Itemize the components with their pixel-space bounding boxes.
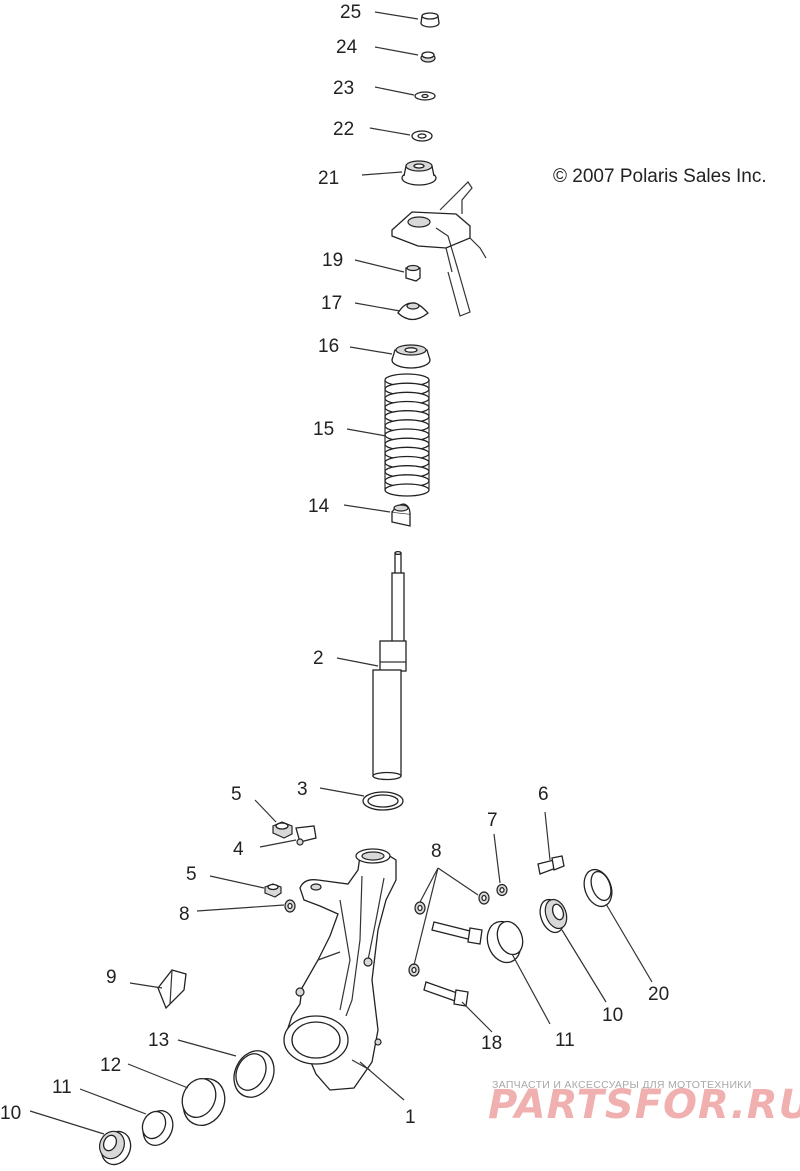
part-17-jounce-cup	[397, 302, 429, 321]
part-19-bushing	[405, 264, 421, 282]
callout-1: 1	[405, 1107, 416, 1128]
part-13-seal	[233, 1050, 275, 1098]
part-2-shock-absorber	[372, 550, 407, 781]
part-12-ring	[181, 1078, 226, 1126]
part-24-nut	[420, 51, 436, 63]
callout-23: 23	[333, 78, 354, 99]
part-18-bolt-lower	[423, 981, 469, 1007]
callout-7: 7	[487, 810, 498, 831]
frame-bracket	[391, 181, 487, 317]
callout-15: 15	[313, 419, 334, 440]
callout-20: 20	[648, 984, 669, 1005]
part-14-bump-stop	[391, 503, 411, 527]
leader-lines	[29, 11, 653, 1135]
watermark: ЗАПЧАСТИ И АКСЕССУАРЫ ДЛЯ МОТОТЕХНИКИ PA…	[488, 1079, 800, 1128]
callout-22: 22	[333, 119, 354, 140]
part-5-nut-upper	[272, 821, 293, 839]
part-10-bearing-right	[539, 898, 568, 934]
part-20-seal	[583, 868, 613, 908]
copyright-text: © 2007 Polaris Sales Inc.	[553, 166, 767, 187]
part-7-washer	[496, 883, 508, 897]
callout-11-right: 11	[555, 1030, 575, 1051]
callout-9: 9	[106, 967, 117, 988]
callout-8-left: 8	[179, 904, 190, 925]
watermark-brand: PARTSFOR.RU	[488, 1082, 800, 1128]
callout-5-lower: 5	[186, 864, 197, 885]
part-23-washer	[414, 91, 436, 101]
callout-5-upper: 5	[231, 784, 242, 805]
callout-17: 17	[321, 293, 342, 314]
callout-19: 19	[322, 250, 343, 271]
part-22-washer	[411, 130, 433, 142]
callout-2: 2	[313, 648, 324, 669]
part-18-bolt-upper	[431, 921, 483, 945]
part-8-washer-left	[284, 899, 296, 913]
part-5-nut-lower	[264, 883, 282, 898]
part-16-spring-seat	[391, 344, 431, 369]
callout-labels: 25 24 23 22 21 19 17 16 15 14 2 3 5 4 5 …	[0, 2, 669, 1128]
watermark-tagline: ЗАПЧАСТИ И АКСЕССУАРЫ ДЛЯ МОТОТЕХНИКИ	[492, 1079, 752, 1091]
part-11-bearing-race-right	[486, 920, 524, 964]
callout-21: 21	[318, 168, 339, 189]
callout-4: 4	[233, 839, 244, 860]
callout-13: 13	[148, 1030, 169, 1051]
part-8-washer-lower	[408, 963, 420, 977]
part-6-bolt	[537, 855, 565, 875]
part-1-steering-knuckle	[283, 848, 397, 1091]
callout-24: 24	[336, 37, 358, 58]
callout-16: 16	[318, 336, 339, 357]
part-25-cap-nut	[420, 12, 440, 28]
callout-8-right: 8	[431, 841, 442, 862]
callout-12: 12	[100, 1055, 121, 1076]
part-8-washer-mid	[414, 901, 426, 915]
part-11-bearing-race-left	[141, 1109, 174, 1147]
callout-10-left: 10	[0, 1103, 21, 1124]
callout-3: 3	[297, 779, 308, 800]
callout-18: 18	[481, 1033, 502, 1054]
callout-6: 6	[538, 784, 549, 805]
callout-25: 25	[340, 2, 361, 23]
part-10-bearing-left	[99, 1130, 132, 1166]
callout-11-left: 11	[52, 1077, 72, 1098]
part-4-clip	[295, 825, 317, 846]
spring-coil	[384, 483, 430, 497]
callout-14: 14	[308, 496, 330, 517]
part-15-coil-spring	[384, 373, 430, 497]
part-8-washer-right-upper	[478, 891, 490, 905]
part-9-shim	[157, 969, 187, 1010]
part-3-o-ring	[362, 791, 404, 811]
callout-10-right: 10	[602, 1005, 623, 1026]
part-21-strut-mount	[401, 160, 437, 186]
spring-outline	[384, 380, 430, 490]
